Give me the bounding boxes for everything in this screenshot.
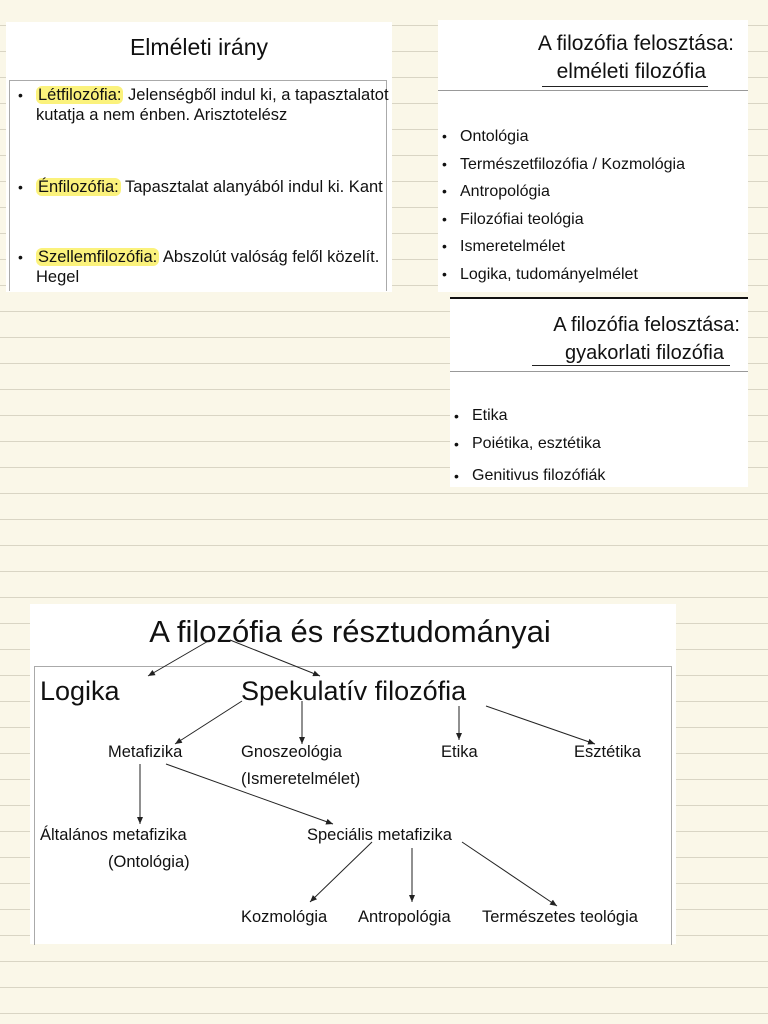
term-highlight: Szellemfilozófia: — [36, 248, 160, 266]
list-item: Genitivus filozófiák — [454, 462, 605, 490]
node-kozmologia: Kozmológia — [241, 908, 328, 926]
arrow-title-to-logika — [147, 639, 211, 677]
node-ismeretelmelet: (Ismeretelmélet) — [241, 770, 361, 788]
list-item: Antropológia — [442, 178, 685, 206]
list-item: Filozófiai teológia — [442, 206, 685, 234]
arrow-specialis-to-kozmologia — [309, 841, 373, 903]
list-item: Ismeretelmélet — [442, 233, 685, 261]
bullet-list: Ontológia Természetfilozófia / Kozmológi… — [442, 123, 685, 289]
slide-subtitle: elméleti filozófia — [556, 60, 706, 83]
node-ontologia: (Ontológia) — [108, 853, 190, 871]
node-metafizika: Metafizika — [108, 743, 183, 761]
node-logika: Logika — [40, 676, 120, 706]
slide-title: Elméleti irány — [129, 34, 269, 60]
slide-subtitle: gyakorlati filozófia — [565, 342, 724, 364]
divider — [450, 297, 748, 299]
connector-arrows — [137, 639, 596, 907]
arrow-spekulativ-to-esztetika — [485, 705, 596, 745]
arrow-spekulativ-to-metafizika — [174, 700, 243, 745]
list-item-letfilozofia: Létfilozófia: Jelenségből indul ki, a ta… — [18, 85, 396, 125]
divider — [438, 90, 748, 91]
elmeleti-irany-slide: Elméleti irány Létfilozófia: Jelenségből… — [6, 22, 392, 292]
reszdudomanyok-diagram-slide: A filozófia és résztudományai Logika Spe… — [30, 604, 676, 945]
node-antropologia: Antropológia — [358, 908, 451, 926]
list-item-enfilozofia: Énfilozófia: Tapasztalat alanyából indul… — [18, 177, 396, 197]
diagram-frame — [34, 666, 672, 945]
node-termeszetes-teologia: Természetes teológia — [482, 908, 638, 926]
elmeleti-filozofia-slide: A filozófia felosztása: elméleti filozóf… — [438, 20, 748, 292]
node-spekulativ-filozofia: Spekulatív filozófia — [241, 676, 467, 706]
node-specialis-metafizika: Speciális metafizika — [307, 826, 452, 844]
title-underline — [542, 86, 708, 87]
node-esztetika: Esztétika — [574, 743, 641, 761]
title-underline — [532, 365, 730, 366]
term-description: Abszolút valóság felől közelít. Hegel — [36, 248, 380, 286]
slide-title: A filozófia felosztása: — [537, 32, 734, 55]
list-item: Ontológia — [442, 123, 685, 151]
list-item: Etika — [454, 402, 605, 430]
arrow-metafizika-to-specialis — [165, 763, 334, 825]
bullet-list: Etika Poiétika, esztétika Genitivus filo… — [454, 402, 605, 490]
term-highlight: Létfilozófia: — [36, 86, 124, 104]
term-highlight: Énfilozófia: — [36, 178, 121, 196]
list-item: Természetfilozófia / Kozmológia — [442, 151, 685, 179]
node-gnoszeologia: Gnoszeológia — [241, 743, 342, 761]
list-item: Logika, tudományelmélet — [442, 261, 685, 289]
term-description: Jelenségből indul ki, a tapasztalatot ku… — [36, 86, 389, 124]
arrow-title-to-spekulativ — [229, 639, 321, 677]
diagram-title: A filozófia és résztudományai — [149, 614, 551, 649]
gyakorlati-filozofia-slide: A filozófia felosztása: gyakorlati filoz… — [450, 297, 748, 490]
content-box: Létfilozófia: Jelenségből indul ki, a ta… — [9, 80, 389, 291]
term-description: Tapasztalat alanyából indul ki. Kant — [120, 178, 383, 196]
arrow-specialis-to-termeszetes — [461, 841, 558, 907]
list-item: Poiétika, esztétika — [454, 430, 605, 458]
divider — [450, 371, 748, 372]
node-etika: Etika — [441, 743, 478, 761]
node-altalanos-metafizika: Általános metafizika — [40, 826, 187, 844]
list-item-szellemfilozofia: Szellemfilozófia: Abszolút valóság felől… — [18, 247, 396, 287]
slide-title: A filozófia felosztása: — [553, 314, 740, 336]
